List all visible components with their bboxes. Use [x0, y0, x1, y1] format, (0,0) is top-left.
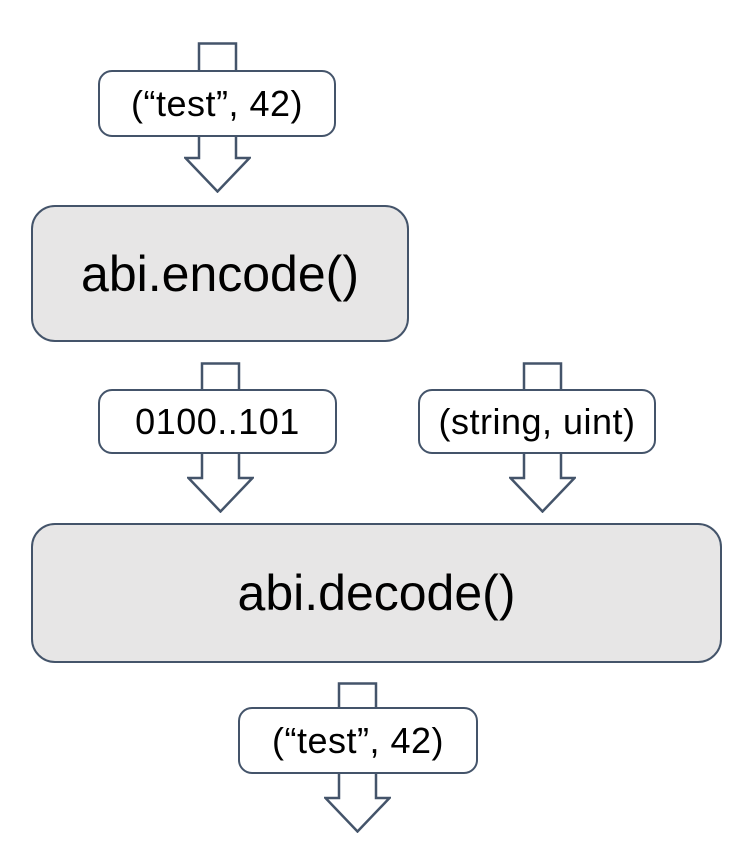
encode-process-label: abi.encode() — [81, 245, 359, 302]
input-tuple-label: (“test”, 42) — [130, 82, 304, 124]
output-tuple-label: (“test”, 42) — [271, 719, 445, 761]
encoded-bytes-label: 0100..101 — [135, 400, 300, 442]
types-tuple-label: (string, uint) — [438, 400, 636, 442]
decode-process-label: abi.decode() — [237, 565, 516, 621]
encode-process-node: abi.encode() — [31, 205, 409, 342]
types-tuple-node: (string, uint) — [418, 389, 656, 454]
decode-process-node: abi.decode() — [31, 523, 722, 663]
input-tuple-node: (“test”, 42) — [98, 70, 336, 137]
encoded-bytes-node: 0100..101 — [98, 389, 337, 454]
output-tuple-node: (“test”, 42) — [238, 707, 478, 774]
